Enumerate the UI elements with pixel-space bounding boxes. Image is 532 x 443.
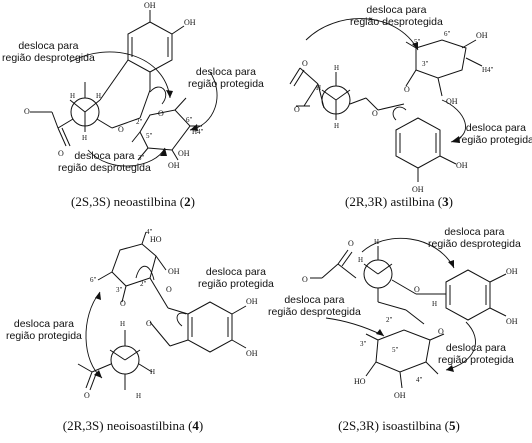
structure-astilbina: OH OH O O O O H H H 5" 6" H4" 3" OH OH <box>289 18 494 194</box>
atom-label: O <box>414 285 420 294</box>
atom-label: 6" <box>90 276 97 284</box>
atom-label: H <box>316 84 321 92</box>
atom-label: H4" <box>192 128 204 136</box>
atom-label: H <box>136 392 141 400</box>
atom-label: O <box>372 109 378 118</box>
atom-label: 5" <box>146 132 153 140</box>
atom-label: OH <box>168 161 180 170</box>
atom-label: O <box>166 285 172 294</box>
atom-label: 4" <box>146 228 153 236</box>
atom-label: OH <box>506 317 518 326</box>
atom-label: H <box>70 92 75 100</box>
atom-label: 6" <box>444 30 451 38</box>
atom-label: OH <box>476 31 488 40</box>
compound-caption: (2R,3R) astilbina (3) <box>345 194 453 209</box>
atom-label: H <box>120 320 125 328</box>
atom-label: 2" <box>386 316 393 324</box>
atom-label: 3" <box>138 154 145 162</box>
atom-label: HO <box>150 235 162 244</box>
structure-isoastilbina: OH OH O O O O H H H 2" 3" 5" 4" HO OH <box>302 237 518 400</box>
atom-label: OH <box>246 297 258 306</box>
atom-label: O <box>146 319 152 328</box>
panel-neoastilbina: OH OH O O O O H H H 2" 3" 5" 6" H4" OH O… <box>0 0 266 221</box>
atom-label: H <box>334 122 339 130</box>
panel-neoisoastilbina: OH OH O O O O H H 4" 6" 3" 2" HO OH H de… <box>0 222 274 443</box>
atom-label: O <box>24 107 30 116</box>
atom-label: O <box>438 327 444 336</box>
atom-label: O <box>404 85 410 94</box>
atom-label: O <box>158 109 164 118</box>
atom-label: O <box>302 59 308 68</box>
atom-label: OH <box>246 349 258 358</box>
atom-label: O <box>118 125 124 134</box>
structure-neoisoastilbina: OH OH O O O O H H 4" 6" 3" 2" HO OH H <box>77 228 258 400</box>
atom-label: H <box>82 134 87 142</box>
atom-label: H <box>374 238 379 246</box>
panel-astilbina: OH OH O O O O H H H 5" 6" H4" 3" OH OH d… <box>266 0 532 221</box>
compound-caption: (2S,3S) neoastilbina (2) <box>71 194 195 209</box>
atom-label: OH <box>456 161 468 170</box>
atom-label: HO <box>354 377 366 386</box>
atom-label: 2" <box>140 280 147 288</box>
atom-label: 5" <box>414 38 421 46</box>
atom-label: O <box>348 239 354 248</box>
compound-caption: (2S,3R) isoastilbina (5) <box>338 418 460 433</box>
atom-label: H <box>150 368 155 376</box>
compound-caption: (2R,3S) neoisoastilbina (4) <box>62 418 204 433</box>
atom-label: OH <box>144 1 156 10</box>
atom-label: 6" <box>186 116 193 124</box>
atom-label: H <box>358 256 363 264</box>
atom-label: O <box>120 299 126 308</box>
panel-isoastilbina: OH OH O O O O H H H 2" 3" 5" 4" HO OH de… <box>266 222 532 443</box>
atom-label: O <box>58 149 64 158</box>
atom-label: OH <box>394 391 406 400</box>
structure-neoastilbina: OH OH O O O O H H H 2" 3" 5" 6" H4" OH O… <box>24 1 218 170</box>
atom-label: OH <box>412 185 424 194</box>
atom-label: H <box>96 92 101 100</box>
atom-label: OH <box>178 149 190 158</box>
atom-label: 5" <box>392 346 399 354</box>
atom-label: OH <box>446 97 458 106</box>
atom-label: OH <box>184 18 196 27</box>
atom-label: O <box>302 275 308 284</box>
atom-label: H <box>432 300 437 308</box>
atom-label: OH <box>168 267 180 276</box>
atom-label: H <box>334 64 339 72</box>
atom-label: 3" <box>116 286 123 294</box>
atom-label: 4" <box>416 376 423 384</box>
atom-label: 3" <box>360 340 367 348</box>
atom-label: H4" <box>482 66 494 74</box>
atom-label: O <box>84 391 90 400</box>
atom-label: O <box>294 105 300 114</box>
atom-label: OH <box>506 267 518 276</box>
atom-label: 3" <box>422 60 429 68</box>
atom-label: 2" <box>136 118 143 126</box>
